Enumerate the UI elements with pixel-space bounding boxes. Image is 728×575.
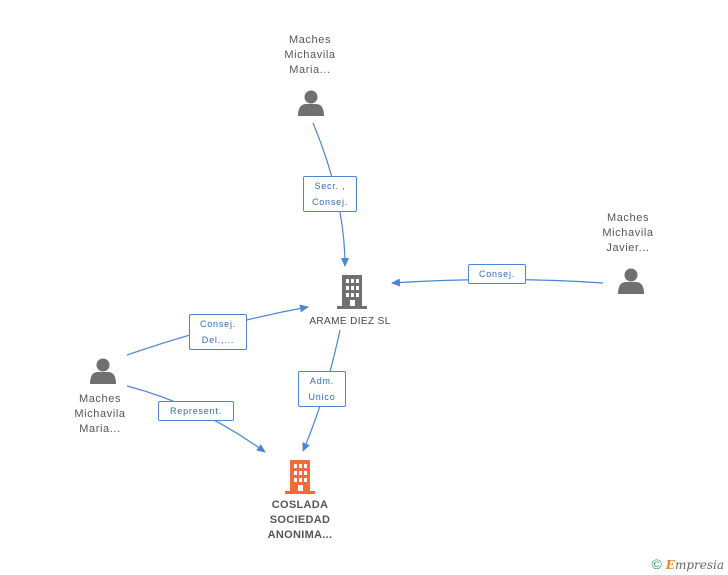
building-icon[interactable] [337, 275, 367, 309]
person-right-label[interactable]: Maches Michavila Javier... [580, 211, 676, 256]
main-company-name-line-2: SOCIEDAD [269, 514, 331, 526]
person-left-name-line-2: Michavila [74, 408, 126, 420]
copyright-symbol: © [651, 556, 662, 572]
brand-initial: E [665, 558, 675, 572]
person-top-name-line-1: Maches [288, 34, 332, 46]
brand-logo: Empresia [666, 558, 724, 572]
edge-label-top-line-1: Secr. , [314, 181, 346, 191]
edge-label-left-to-arame[interactable]: Consej. Del.,... [189, 314, 247, 350]
edge-label-right-to-arame[interactable]: Consej. [468, 264, 526, 284]
edge-label-arame-to-main[interactable]: Adm. Unico [298, 371, 346, 407]
person-top-label[interactable]: Maches Michavila Maria... [262, 33, 358, 78]
main-company-building-icon[interactable] [285, 460, 315, 494]
person-left-label[interactable]: Maches Michavila Maria... [52, 392, 148, 437]
edge-label-left-arame-line-2: Del.,... [201, 335, 235, 345]
person-icon[interactable] [90, 358, 116, 385]
person-left-name-line-3: Maria... [79, 423, 121, 435]
brand-rest: mpresia [674, 558, 724, 572]
edge-label-top-to-arame[interactable]: Secr. , Consej. [303, 176, 357, 212]
edge-label-left-main-line-1: Represent. [169, 406, 223, 416]
person-left-name-line-1: Maches [78, 393, 122, 405]
company-arame-name: ARAME DIEZ SL [309, 316, 391, 327]
person-right-name-line-2: Michavila [602, 227, 654, 239]
edge-label-arame-main-line-1: Adm. [309, 376, 335, 386]
edge-label-left-arame-line-1: Consej. [199, 319, 237, 329]
edge-label-arame-main-line-2: Unico [308, 392, 336, 402]
person-icon[interactable] [298, 90, 324, 117]
edge-label-left-to-main[interactable]: Represent. [158, 401, 234, 421]
person-right-name-line-1: Maches [606, 212, 650, 224]
main-company-label[interactable]: COSLADA SOCIEDAD ANONIMA... [240, 498, 360, 543]
person-right-name-line-3: Javier... [606, 242, 650, 254]
person-icon[interactable] [618, 268, 644, 295]
company-arame-label[interactable]: ARAME DIEZ SL [290, 314, 410, 329]
edge-label-top-line-2: Consej. [311, 197, 349, 207]
footer-brand[interactable]: ©Empresia [651, 556, 724, 572]
person-top-name-line-2: Michavila [284, 49, 336, 61]
main-company-name-line-1: COSLADA [271, 499, 329, 511]
person-top-name-line-3: Maria... [289, 64, 331, 76]
edge-label-right-line-1: Consej. [478, 269, 516, 279]
main-company-name-line-3: ANONIMA... [267, 529, 333, 541]
